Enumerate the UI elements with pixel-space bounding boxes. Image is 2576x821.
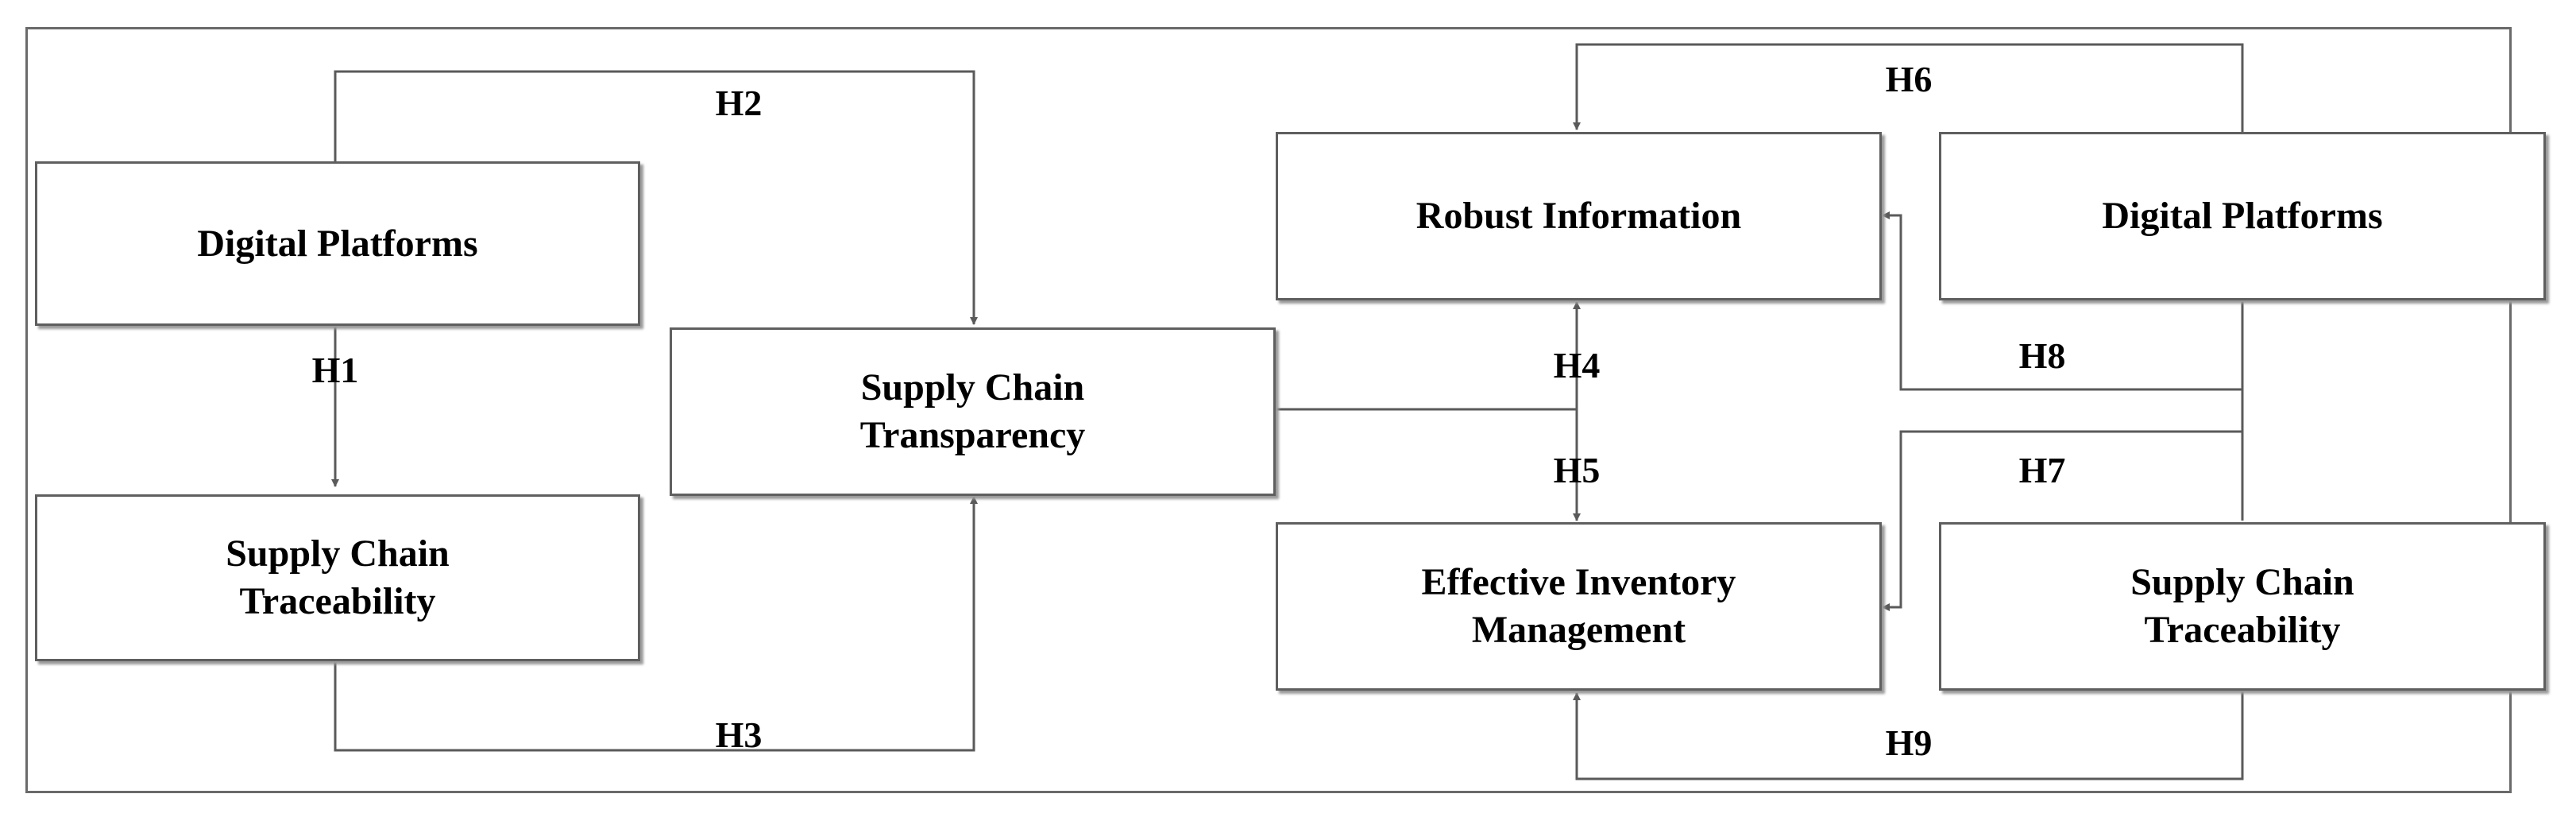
effective-inventory-label: Effective Inventory Management [1421, 561, 1736, 651]
h6-label: H6 [1885, 59, 1933, 99]
h3-arrow [334, 496, 978, 752]
h5-label: H5 [1553, 450, 1601, 490]
h4-label: H4 [1553, 345, 1601, 385]
robust-information-box: Robust Information [1276, 132, 1882, 300]
transparency-label: Supply Chain Transparency [859, 366, 1086, 456]
h7-label: H7 [2018, 450, 2066, 490]
right-digital-platforms-box: Digital Platforms [1939, 132, 2546, 300]
h8-arrow [1882, 211, 2242, 391]
right-traceability-box: Supply Chain Traceability [1939, 522, 2546, 691]
h1-label: H1 [311, 350, 359, 390]
left-digital-platforms-label: Digital Platforms [197, 222, 478, 265]
h2-arrow [334, 70, 978, 325]
right-traceability-label: Supply Chain Traceability [2130, 561, 2354, 651]
robust-information-label: Robust Information [1415, 195, 1742, 237]
h8-label: H8 [2018, 335, 2066, 376]
effective-inventory-box: Effective Inventory Management [1276, 522, 1882, 691]
transparency-box: Supply Chain Transparency [670, 327, 1276, 496]
h9-arrow [1573, 691, 2244, 780]
left-digital-platforms-box: Digital Platforms [35, 161, 640, 326]
h2-label: H2 [715, 83, 763, 123]
h9-label: H9 [1885, 722, 1933, 763]
left-traceability-label: Supply Chain Traceability [226, 532, 450, 622]
h7-arrow [1882, 430, 2242, 611]
h6-arrow [1573, 43, 2244, 132]
left-traceability-box: Supply Chain Traceability [35, 494, 640, 661]
right-digital-platforms-label: Digital Platforms [2102, 195, 2383, 237]
h3-label: H3 [715, 715, 763, 755]
